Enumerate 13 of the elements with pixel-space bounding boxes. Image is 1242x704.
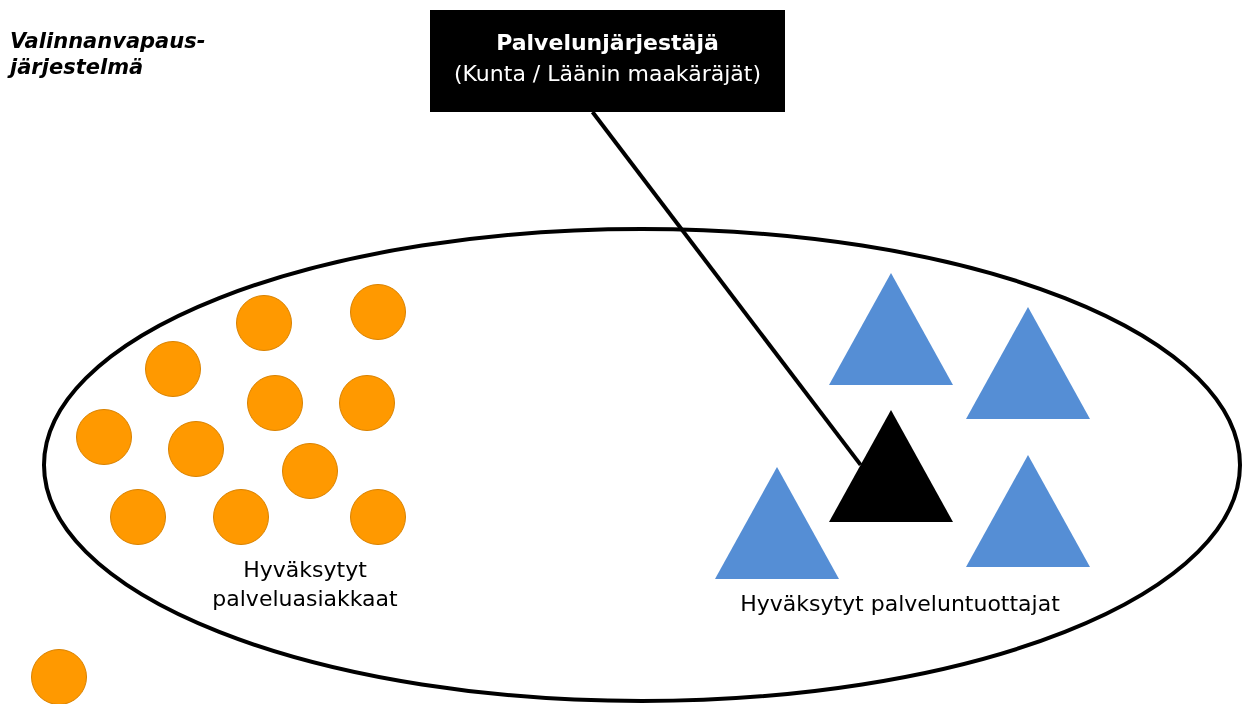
client-circle [31,649,87,704]
provider-triangle [966,455,1090,567]
box-heading: Palvelunjärjestäjä [496,29,719,57]
provider-triangle [829,273,953,385]
system-ellipse [42,227,1242,703]
box-subtitle: (Kunta / Läänin maakäräjät) [453,59,762,88]
group-label: Hyväksytyt palveluasiakkaat [211,556,399,613]
provider-triangle [715,467,839,579]
organizer-box [430,10,785,112]
connector-line [590,110,863,467]
group-label: Hyväksytyt palveluntuottajat [739,590,1061,618]
provider-triangle [966,307,1090,419]
provider-triangle [829,410,953,522]
